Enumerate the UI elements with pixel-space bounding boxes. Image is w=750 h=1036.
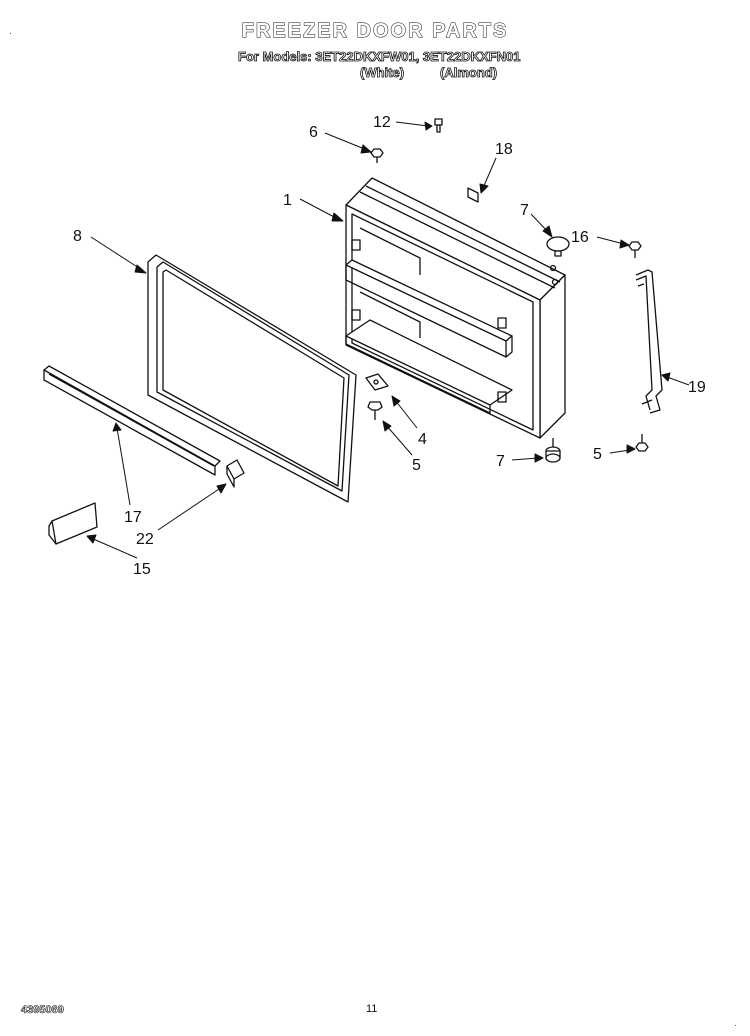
page-title: FREEZER DOOR PARTS bbox=[241, 20, 509, 43]
models-line: For Models: 3ET22DKXFW01, 3ET22DKXFN01 bbox=[238, 49, 521, 65]
page-number: 11 bbox=[366, 1003, 378, 1015]
callout-1: 1 bbox=[283, 192, 292, 209]
part-19-handle bbox=[635, 269, 663, 414]
callout-19: 19 bbox=[688, 379, 706, 396]
part-12-plug bbox=[434, 118, 443, 133]
part-4-hinge bbox=[365, 373, 389, 391]
part-17-trim bbox=[43, 365, 221, 476]
callout-8: 8 bbox=[73, 228, 82, 245]
callout-5-left: 5 bbox=[412, 457, 421, 474]
callout-18: 18 bbox=[495, 141, 513, 158]
callout-7-top: 7 bbox=[520, 202, 529, 219]
callout-4: 4 bbox=[418, 431, 427, 448]
part-5-screw-right bbox=[635, 434, 649, 452]
corner-mark: · bbox=[9, 28, 12, 38]
callout-6: 6 bbox=[309, 124, 318, 141]
variant-almond: (Almond) bbox=[440, 65, 498, 81]
part-16-screw bbox=[628, 241, 642, 258]
part-7-bushing-bottom bbox=[545, 438, 561, 463]
part-18-label bbox=[467, 187, 479, 203]
callout-15: 15 bbox=[133, 561, 151, 578]
callout-12: 12 bbox=[373, 114, 391, 131]
variant-white: (White) bbox=[360, 65, 405, 81]
part-6-screw bbox=[370, 148, 384, 163]
corner-mark: · bbox=[734, 1020, 737, 1030]
callout-22: 22 bbox=[136, 531, 154, 548]
callout-17: 17 bbox=[124, 509, 142, 526]
document-code: 4395069 bbox=[21, 1004, 64, 1017]
part-8-gasket bbox=[147, 254, 357, 503]
freezer-door-panel bbox=[345, 177, 566, 439]
part-5-screw-left bbox=[367, 401, 383, 420]
part-15-tag bbox=[48, 502, 98, 545]
callout-5-right: 5 bbox=[593, 446, 602, 463]
part-7-cap-top bbox=[546, 236, 570, 257]
part-22-end-cap bbox=[226, 459, 245, 488]
callout-7-bottom: 7 bbox=[496, 453, 505, 470]
callout-16: 16 bbox=[571, 229, 589, 246]
